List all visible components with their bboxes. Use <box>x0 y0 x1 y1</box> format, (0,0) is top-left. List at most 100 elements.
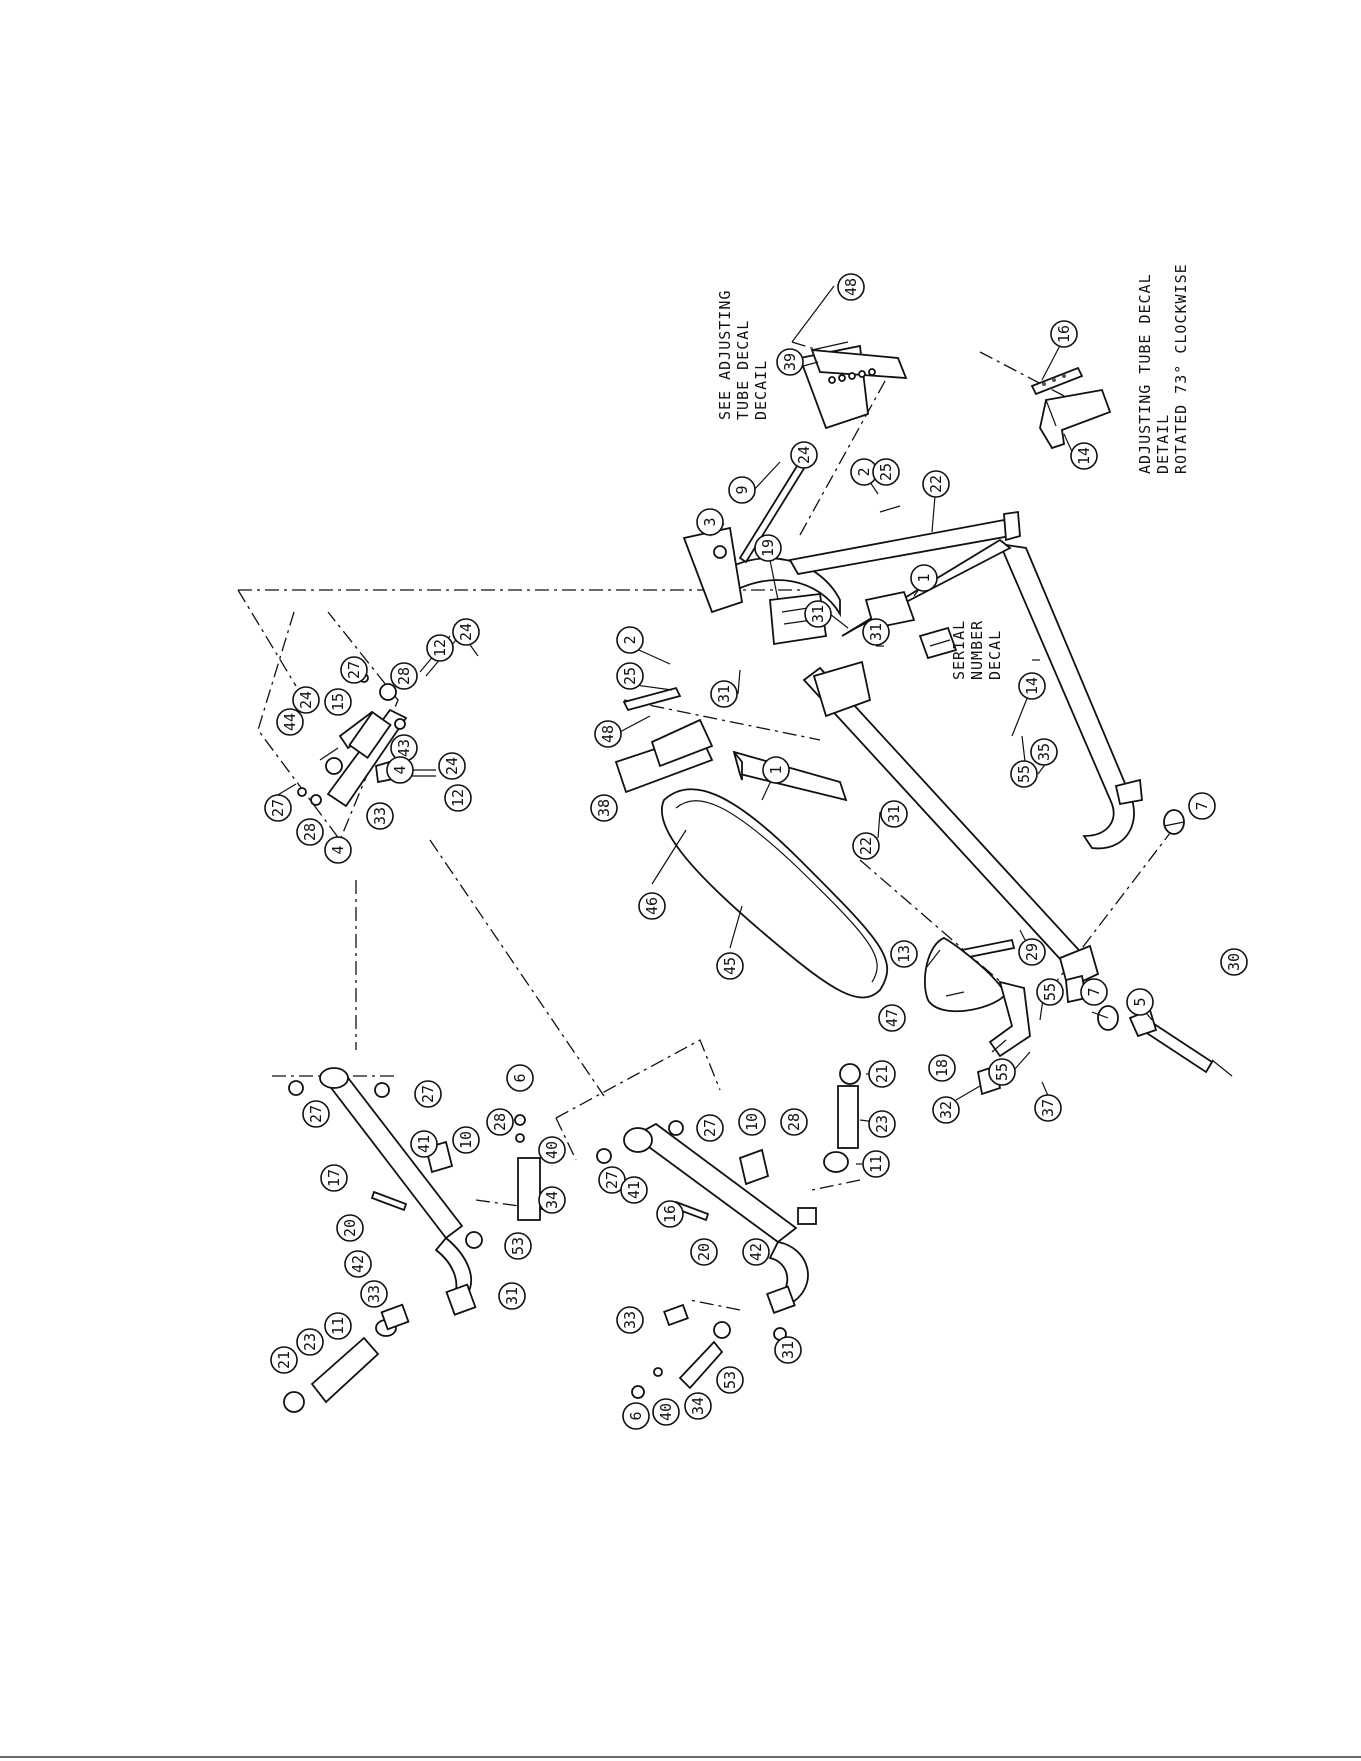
callout: 27 <box>598 1166 626 1194</box>
callout: 55 <box>1036 978 1064 1006</box>
lever-arm-17 <box>283 1067 541 1413</box>
callout: 24 <box>790 441 818 469</box>
callout-label: 27 <box>419 1085 437 1103</box>
callout: 4 <box>386 756 414 784</box>
callout: 41 <box>410 1130 438 1158</box>
callout: 27 <box>302 1100 330 1128</box>
callout: 2 <box>616 626 644 654</box>
callout-label: 27 <box>701 1119 719 1137</box>
callout-label: 11 <box>329 1317 347 1335</box>
callout: 24 <box>438 752 466 780</box>
callout: 23 <box>868 1110 896 1138</box>
callout: 11 <box>324 1312 352 1340</box>
callout-label: 4 <box>391 765 409 774</box>
callout-label: 55 <box>1041 983 1059 1001</box>
callout-label: 13 <box>895 945 913 963</box>
callout: 17 <box>320 1164 348 1192</box>
callout: 41 <box>620 1176 648 1204</box>
callout-label: 40 <box>657 1403 675 1421</box>
callout-label: 43 <box>395 739 413 757</box>
callout: 27 <box>340 656 368 684</box>
callout-label: 25 <box>877 463 895 481</box>
callout: 27 <box>414 1080 442 1108</box>
callout: 38 <box>590 794 618 822</box>
callout-label: 38 <box>595 799 613 817</box>
callout: 55 <box>988 1058 1016 1086</box>
callout: 53 <box>504 1232 532 1260</box>
callout-label: 33 <box>621 1311 639 1329</box>
callout-label: 14 <box>1023 677 1041 695</box>
callout: 22 <box>922 470 950 498</box>
callout: 9 <box>728 476 756 504</box>
callout-label: 53 <box>509 1237 527 1255</box>
callout-label: 2 <box>621 635 639 644</box>
callout-label: 46 <box>643 897 661 915</box>
callout: 28 <box>486 1108 514 1136</box>
callout: 14 <box>1070 442 1098 470</box>
callout-label: 31 <box>503 1287 521 1305</box>
callout-label: 21 <box>873 1065 891 1083</box>
callout: 25 <box>616 662 644 690</box>
callout: 37 <box>1034 1094 1062 1122</box>
callout-label: 2 <box>855 467 873 476</box>
callout-label: 24 <box>297 691 315 709</box>
callout: 1 <box>910 564 938 592</box>
callout-label: 45 <box>721 957 739 975</box>
callout-label: 6 <box>627 1411 645 1420</box>
callout-label: 31 <box>779 1341 797 1359</box>
pivot-assembly <box>297 635 457 808</box>
callout-label: 4 <box>329 845 347 854</box>
callout: 12 <box>426 634 454 662</box>
callout: 30 <box>1220 948 1248 976</box>
callout-label: 48 <box>599 725 617 743</box>
callout: 28 <box>780 1108 808 1136</box>
callout-label: 16 <box>1055 325 1073 343</box>
note-line: SERIAL <box>950 620 968 680</box>
callout-label: 42 <box>349 1255 367 1273</box>
callout: 28 <box>390 662 418 690</box>
callout-label: 10 <box>457 1131 475 1149</box>
callout: 7 <box>1188 792 1216 820</box>
callout: 31 <box>710 680 738 708</box>
callout: 40 <box>652 1398 680 1426</box>
callout-label: 28 <box>491 1113 509 1131</box>
callout: 7 <box>1080 978 1108 1006</box>
callout-label: 41 <box>415 1135 433 1153</box>
callout-label: 21 <box>275 1351 293 1369</box>
callout: 45 <box>716 952 744 980</box>
callout: 39 <box>776 348 804 376</box>
callout: 31 <box>862 618 890 646</box>
callout: 1 <box>762 756 790 784</box>
callout-label: 53 <box>721 1371 739 1389</box>
callout-label: 55 <box>1015 765 1033 783</box>
callout-label: 31 <box>809 605 827 623</box>
callout: 22 <box>852 832 880 860</box>
note-line: DECAIL <box>752 360 770 420</box>
callout: 19 <box>754 534 782 562</box>
callout-label: 31 <box>715 685 733 703</box>
callout: 33 <box>366 802 394 830</box>
callout-label: 23 <box>873 1115 891 1133</box>
callout: 31 <box>880 800 908 828</box>
callout: 23 <box>296 1328 324 1356</box>
callout-label: 20 <box>695 1243 713 1261</box>
callout-label: 44 <box>281 713 299 731</box>
callout: 42 <box>742 1238 770 1266</box>
callout-label: 28 <box>785 1113 803 1131</box>
callout: 53 <box>716 1366 744 1394</box>
callout-label: 15 <box>329 693 347 711</box>
callout-label: 29 <box>1023 943 1041 961</box>
callout: 20 <box>690 1238 718 1266</box>
callout-label: 27 <box>269 799 287 817</box>
callout-label: 31 <box>885 805 903 823</box>
callout-label: 48 <box>842 278 860 296</box>
callout: 6 <box>622 1402 650 1430</box>
callout-label: 24 <box>457 623 475 641</box>
main-frame <box>614 443 1214 1173</box>
callout: 5 <box>1126 988 1154 1016</box>
callout-label: 27 <box>307 1105 325 1123</box>
callout-label: 55 <box>993 1063 1011 1081</box>
callout-label: 3 <box>701 517 719 526</box>
part-callouts: 48 39 16 24 9 2 25 22 14 3 19 31 1 31 2 … <box>264 273 1248 1430</box>
callout-label: 28 <box>301 823 319 841</box>
